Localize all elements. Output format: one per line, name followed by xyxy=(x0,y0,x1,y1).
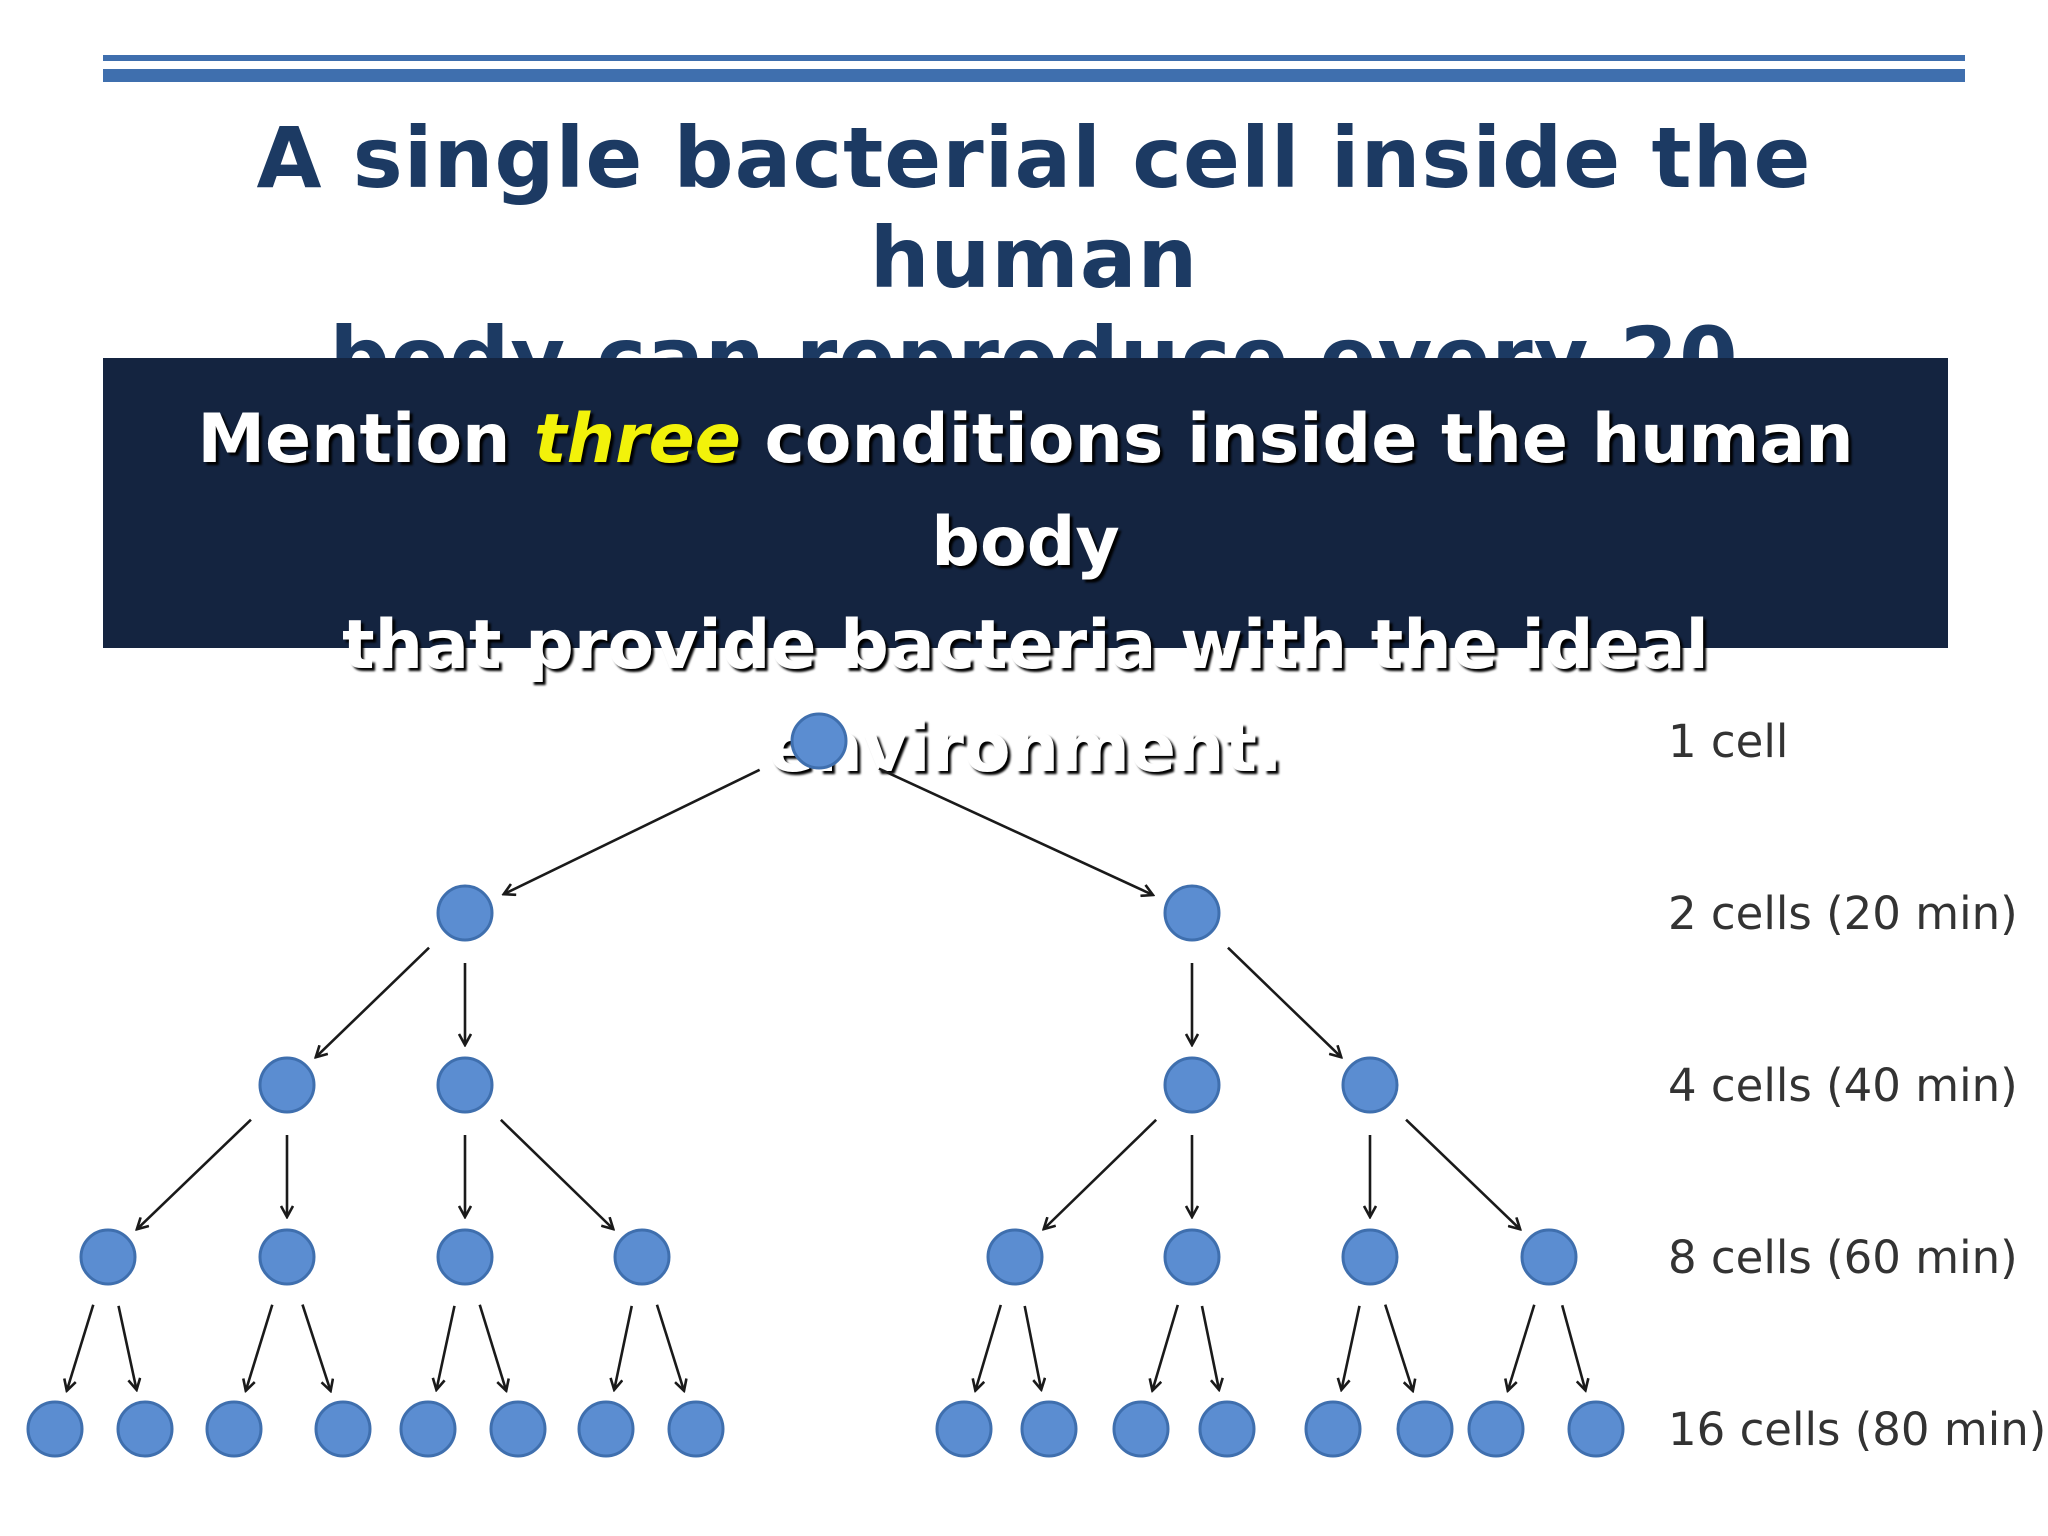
bacterial-cell xyxy=(1112,1400,1170,1458)
question-prefix: Mention xyxy=(197,400,535,479)
question-box: Mention three conditions inside the huma… xyxy=(103,358,1948,788)
division-arrow xyxy=(478,1304,506,1391)
bacterial-cell xyxy=(1520,1228,1578,1286)
generation-label-4: 8 cells (60 min) xyxy=(1668,1231,2018,1284)
bacterial-cell xyxy=(1163,1056,1221,1114)
title-line-1: A single bacterial cell inside the human xyxy=(256,109,1812,307)
division-arrow xyxy=(316,946,430,1057)
bacterial-cell xyxy=(436,884,494,942)
division-arrow xyxy=(499,1118,613,1229)
question-suffix: conditions inside the human body xyxy=(740,400,1854,582)
generation-label-2: 2 cells (20 min) xyxy=(1668,887,2018,940)
bacterial-cell xyxy=(205,1400,263,1458)
division-arrow xyxy=(436,1305,456,1390)
bacterial-cell xyxy=(26,1400,84,1458)
generation-label-5: 16 cells (80 min) xyxy=(1668,1403,2047,1456)
bacterial-cell xyxy=(1304,1400,1362,1458)
bacterial-cell xyxy=(399,1400,457,1458)
division-arrow xyxy=(975,1304,1003,1391)
bacterial-cell xyxy=(1467,1400,1525,1458)
division-arrow xyxy=(1560,1304,1585,1390)
generation-label-1: 1 cell xyxy=(1668,715,1789,768)
division-arrow xyxy=(614,1305,634,1390)
header-rule-thin xyxy=(103,55,1965,61)
bacterial-cell xyxy=(1567,1400,1625,1458)
bacterial-cell xyxy=(667,1400,725,1458)
bacterial-cell xyxy=(1020,1400,1078,1458)
division-arrow xyxy=(137,1118,252,1230)
division-arrow xyxy=(1405,1118,1520,1230)
bacterial-cell xyxy=(986,1228,1044,1286)
bacterial-cell xyxy=(1341,1056,1399,1114)
division-arrow xyxy=(1341,1305,1361,1390)
division-arrow xyxy=(1200,1305,1219,1390)
question-highlight: three xyxy=(534,400,741,479)
division-arrow xyxy=(117,1305,137,1390)
bacterial-cell xyxy=(935,1400,993,1458)
division-arrow xyxy=(1508,1304,1536,1391)
header-rule-thick xyxy=(103,69,1965,82)
division-arrow xyxy=(655,1304,684,1391)
bacterial-cell xyxy=(258,1228,316,1286)
bacterial-cell xyxy=(436,1056,494,1114)
bacterial-cell xyxy=(1396,1400,1454,1458)
question-line-2: that provide bacteria with the ideal env… xyxy=(342,606,1709,788)
bacterial-cell xyxy=(314,1400,372,1458)
bacterial-cell xyxy=(79,1228,137,1286)
bacterial-cell xyxy=(1198,1400,1256,1458)
bacterial-cell xyxy=(436,1228,494,1286)
bacterial-cell xyxy=(1163,884,1221,942)
division-arrows xyxy=(67,767,1586,1391)
bacterial-cell xyxy=(258,1056,316,1114)
question-line-1: Mention three conditions inside the huma… xyxy=(103,388,1948,594)
bacterial-cell xyxy=(577,1400,635,1458)
bacterial-cell xyxy=(790,712,848,770)
division-arrow xyxy=(1044,1118,1158,1229)
generation-label-3: 4 cells (40 min) xyxy=(1668,1059,2018,1112)
division-arrow xyxy=(1023,1305,1042,1390)
bacterial-cell xyxy=(1341,1228,1399,1286)
division-arrow xyxy=(1152,1304,1180,1391)
division-arrow xyxy=(878,767,1153,895)
division-arrow xyxy=(67,1304,95,1391)
division-arrow xyxy=(504,768,761,894)
division-arrow xyxy=(246,1304,274,1391)
cells xyxy=(26,712,1625,1458)
division-arrow xyxy=(1227,946,1341,1057)
division-arrow xyxy=(301,1304,330,1391)
bacterial-cell xyxy=(489,1400,547,1458)
division-arrow xyxy=(1383,1304,1413,1391)
bacterial-cell xyxy=(116,1400,174,1458)
bacterial-cell xyxy=(613,1228,671,1286)
bacterial-cell xyxy=(1163,1228,1221,1286)
